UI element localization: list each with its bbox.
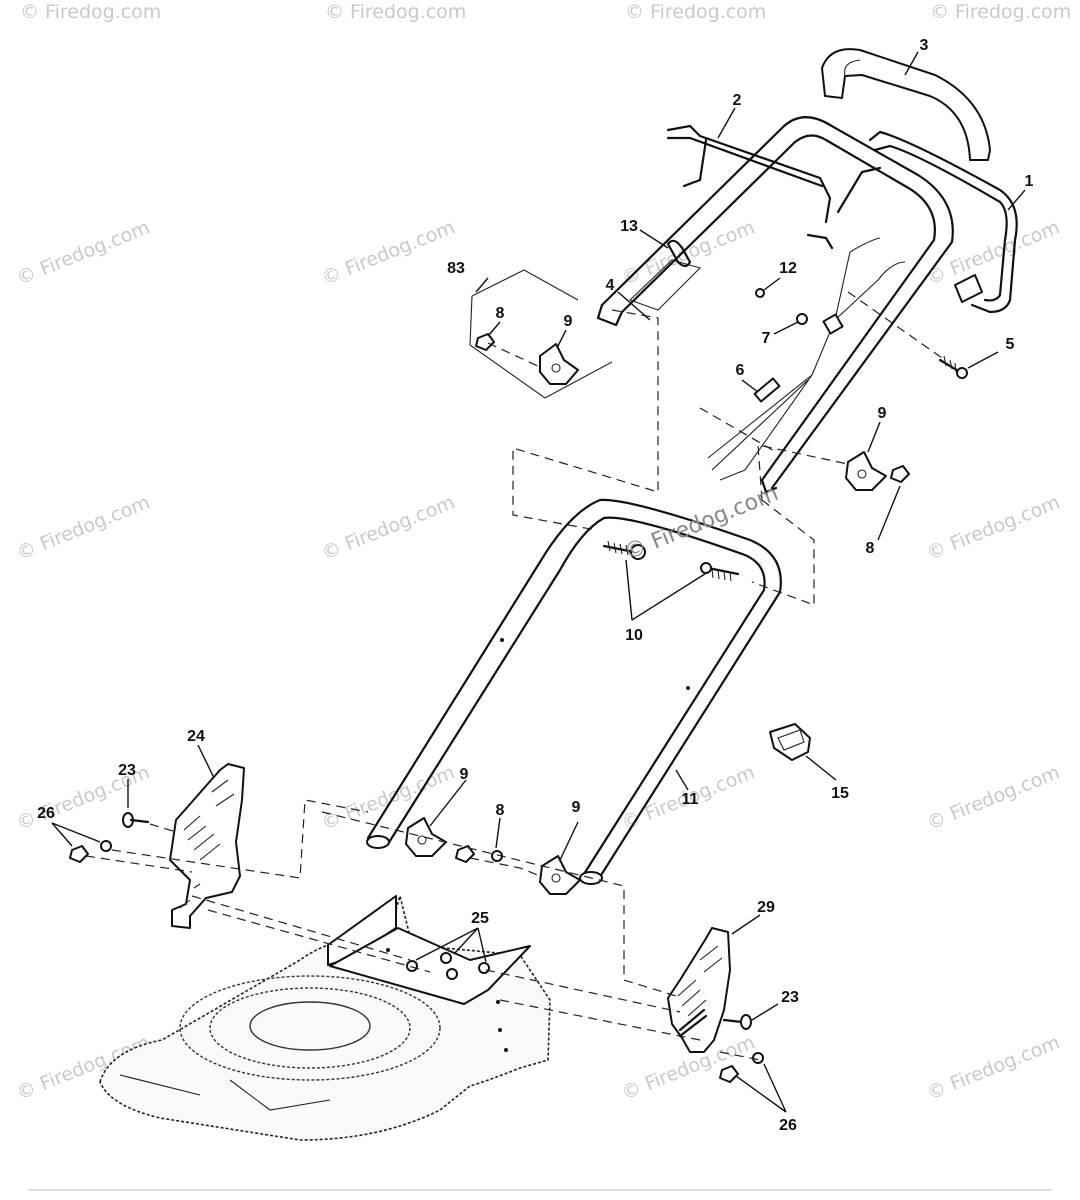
hairpin-clip-part-13	[666, 239, 692, 268]
callout-8: 8	[496, 802, 505, 819]
callout-4: 4	[606, 277, 615, 294]
nut-part-7	[796, 313, 808, 325]
callout-5: 5	[1006, 336, 1015, 353]
nut-part-8	[475, 333, 495, 351]
watermark: © Firedog.com	[325, 1, 466, 23]
watermark: © Firedog.com	[319, 491, 458, 564]
callout-1: 1	[1025, 173, 1034, 190]
watermark: © Firedog.com	[14, 491, 153, 564]
mower-deck	[99, 892, 551, 1141]
cable-guide-part-15	[769, 723, 811, 761]
lower-handle-part-11	[366, 498, 782, 885]
watermark: © Firedog.com	[924, 761, 1063, 834]
bolt-part-23	[722, 1014, 752, 1030]
nut-part-8	[890, 465, 910, 483]
nut-part-12	[755, 288, 765, 298]
bolt-part-23	[122, 812, 150, 828]
callout-7: 7	[762, 330, 771, 347]
callout-24: 24	[187, 728, 205, 745]
nut-part-26	[719, 1065, 739, 1083]
watermark: © Firedog.com	[930, 1, 1071, 23]
callout-23: 23	[118, 762, 136, 779]
nuts-part-25	[406, 952, 490, 980]
watermark: © Firedog.com	[319, 761, 458, 834]
bail-lever-part-1	[868, 130, 1018, 314]
callout-10: 10	[625, 627, 643, 644]
callout-83: 83	[447, 260, 465, 277]
callout-3: 3	[920, 37, 929, 54]
callout-9: 9	[572, 799, 581, 816]
callout-9: 9	[878, 405, 887, 422]
watermark: © Firedog.com	[924, 491, 1063, 564]
callout-leaders	[51, 51, 1026, 1113]
callout-6: 6	[736, 362, 745, 379]
callout-26: 26	[779, 1117, 797, 1134]
callout-9: 9	[460, 766, 469, 783]
callout-13: 13	[620, 218, 638, 235]
upper-handle-part-4	[596, 116, 954, 494]
nut-part-26	[69, 845, 89, 863]
bolt-part-10	[602, 540, 740, 582]
callout-8: 8	[496, 305, 505, 322]
callout-29: 29	[757, 899, 775, 916]
watermark: © Firedog.com	[20, 1, 161, 23]
assembly-lines-upper	[487, 291, 946, 606]
grip-bar-part-3	[821, 48, 991, 161]
right-bracket-part-29	[667, 927, 731, 1053]
watermark: © Firedog.com	[319, 216, 458, 289]
watermark: © Firedog.com	[619, 216, 758, 289]
callout-12: 12	[779, 260, 797, 277]
knob-part-9	[539, 855, 581, 895]
left-bracket-part-24	[169, 763, 245, 929]
control-rod-part-2	[666, 124, 882, 224]
callout-26: 26	[37, 805, 55, 822]
callout-11: 11	[682, 791, 699, 808]
control-cable-part-6	[707, 233, 906, 481]
watermark-layer: © Firedog.com © Firedog.com © Firedog.co…	[14, 1, 1072, 1105]
nut-part-26	[752, 1052, 764, 1064]
nut-part-26	[100, 840, 112, 852]
watermark: © Firedog.com	[14, 216, 153, 289]
assembly-lines-lower	[85, 799, 761, 1061]
callout-labels: 3 2 1 13 12 83 4 8 9 7 5 6 9 8 10 11 15 …	[37, 37, 1033, 1134]
watermark: © Firedog.com	[625, 1, 766, 23]
knob-part-9	[845, 451, 887, 491]
callout-25: 25	[471, 910, 489, 927]
callout-9: 9	[564, 313, 573, 330]
callout-23: 23	[781, 989, 799, 1006]
callout-8: 8	[866, 540, 875, 557]
watermark: © Firedog.com	[924, 1031, 1063, 1104]
callout-15: 15	[831, 785, 849, 802]
bolt-part-5	[938, 355, 968, 379]
knob-part-9	[539, 343, 579, 385]
callout-2: 2	[733, 92, 742, 109]
hardware-kit-part-83	[469, 269, 613, 399]
